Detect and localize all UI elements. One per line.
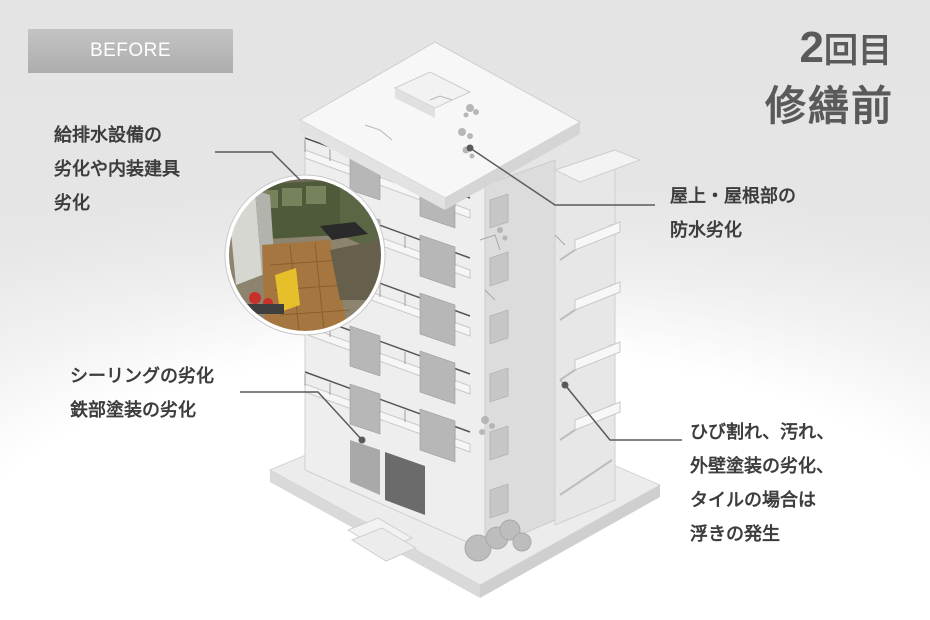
leader-plumbing [215, 151, 301, 181]
callout-line: 外壁塗装の劣化、 [690, 456, 834, 477]
callout-line: ひび割れ、汚れ、 [690, 422, 835, 443]
leader-lines [215, 147, 682, 441]
callout-line: 給排水設備の [54, 125, 162, 146]
page-title: 修繕前 [765, 82, 894, 130]
round-number: 2 [799, 23, 824, 72]
leader-walls [564, 384, 682, 441]
callout-line: タイルの場合は [690, 490, 816, 511]
before-badge: BEFORE [28, 29, 233, 73]
callout-line: 浮きの発生 [690, 524, 780, 545]
shrubs [464, 519, 532, 562]
callout-line: 劣化 [54, 193, 90, 214]
callout-walls: ひび割れ、汚れ、 外壁塗装の劣化、 タイルの場合は 浮きの発生 [690, 416, 834, 552]
callout-line: 屋上・屋根部の [670, 186, 796, 207]
magnifier-ring [225, 175, 385, 335]
leader-dot-sealing [358, 436, 366, 444]
callout-roof: 屋上・屋根部の 防水劣化 [670, 180, 796, 248]
callout-sealing: シーリングの劣化 鉄部塗装の劣化 [70, 360, 214, 428]
callout-line: 鉄部塗装の劣化 [70, 400, 196, 421]
leader-dot-walls [561, 381, 569, 389]
entrance-door [385, 452, 425, 515]
callout-line: 防水劣化 [670, 220, 742, 241]
stair-tower [553, 149, 642, 526]
round-indicator: 2回目 [800, 26, 892, 70]
callout-plumbing: 給排水設備の 劣化や内装建具 劣化 [54, 119, 180, 221]
round-counter: 回目 [824, 31, 892, 71]
leader-sealing [240, 391, 363, 441]
callout-line: シーリングの劣化 [70, 366, 214, 387]
entrance-steps [346, 517, 418, 562]
leader-dot-roof [466, 144, 474, 152]
leader-roof [469, 147, 655, 206]
callout-line: 劣化や内装建具 [54, 159, 180, 180]
